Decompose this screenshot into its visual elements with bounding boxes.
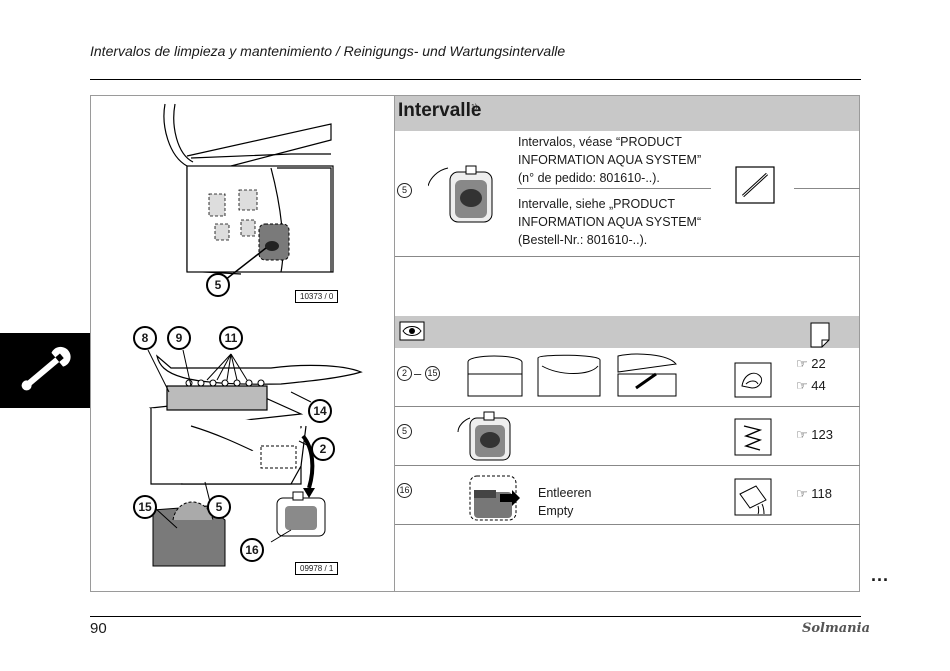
daily-header-band <box>395 316 859 348</box>
tank-icon <box>428 165 493 223</box>
header-rule <box>90 79 861 80</box>
figure-code-top: 10373 / 0 <box>295 290 339 303</box>
callout-11: 11 <box>219 326 243 350</box>
page-icon <box>810 322 830 348</box>
continued-marker: ... <box>871 565 890 585</box>
page-number: 90 <box>90 620 107 637</box>
maintenance-tab <box>0 333 90 408</box>
callout-2: 2 <box>311 437 335 461</box>
item-range-dash: – <box>414 366 422 381</box>
drain-tank-icon <box>469 475 520 521</box>
footnote-mark: 1) <box>471 104 478 111</box>
item-number: 16 <box>397 483 412 498</box>
callout-5-bottom: 5 <box>207 495 231 519</box>
intervals-text-es: Intervalos, véase “PRODUCT INFORMATION A… <box>518 135 702 185</box>
callout-5-top: 5 <box>206 273 230 297</box>
lang-divider <box>517 188 711 189</box>
ref-44: ☞ 44 <box>796 378 826 393</box>
section-title: Intervalle <box>398 100 482 121</box>
section-rule <box>395 256 860 257</box>
solarium-illustration <box>147 103 363 567</box>
lang-divider-right <box>794 188 860 189</box>
spiral-brush-icon <box>734 418 772 456</box>
item-from: 2 <box>397 366 412 381</box>
callout-9: 9 <box>167 326 191 350</box>
solarium-cleaning-icons <box>467 353 677 397</box>
item-to: 15 <box>425 366 440 381</box>
ref-118: ☞ 118 <box>796 486 833 501</box>
item-number: 5 <box>397 424 412 439</box>
eye-icon <box>399 321 425 341</box>
tank-icon <box>457 411 511 461</box>
callout-15: 15 <box>133 495 157 519</box>
figure-code-bottom: 09978 / 1 <box>295 562 339 575</box>
callout-14: 14 <box>308 399 332 423</box>
ref-22: ☞ 22 <box>796 356 826 371</box>
brand-logo: Solmania <box>802 621 870 636</box>
row-rule <box>395 524 860 525</box>
footer-rule <box>90 616 861 617</box>
drain-text: Entleeren Empty <box>538 486 592 518</box>
page-header: Intervalos de limpieza y mantenimiento /… <box>90 43 566 59</box>
intervals-text-de: Intervalle, siehe „PRODUCT INFORMATION A… <box>518 197 702 247</box>
row-rule <box>395 465 860 466</box>
frame-divider <box>394 95 395 592</box>
wipe-hand-icon <box>734 362 772 398</box>
item-number: 5 <box>397 183 412 198</box>
ref-123: ☞ 123 <box>796 427 833 442</box>
callout-8: 8 <box>133 326 157 350</box>
content-frame <box>90 95 860 592</box>
intervals-header-band <box>395 96 859 131</box>
pen-icon <box>735 166 775 204</box>
callout-16: 16 <box>240 538 264 562</box>
wrench-icon <box>21 346 71 391</box>
drain-icon <box>734 478 772 516</box>
row-rule <box>395 406 860 407</box>
